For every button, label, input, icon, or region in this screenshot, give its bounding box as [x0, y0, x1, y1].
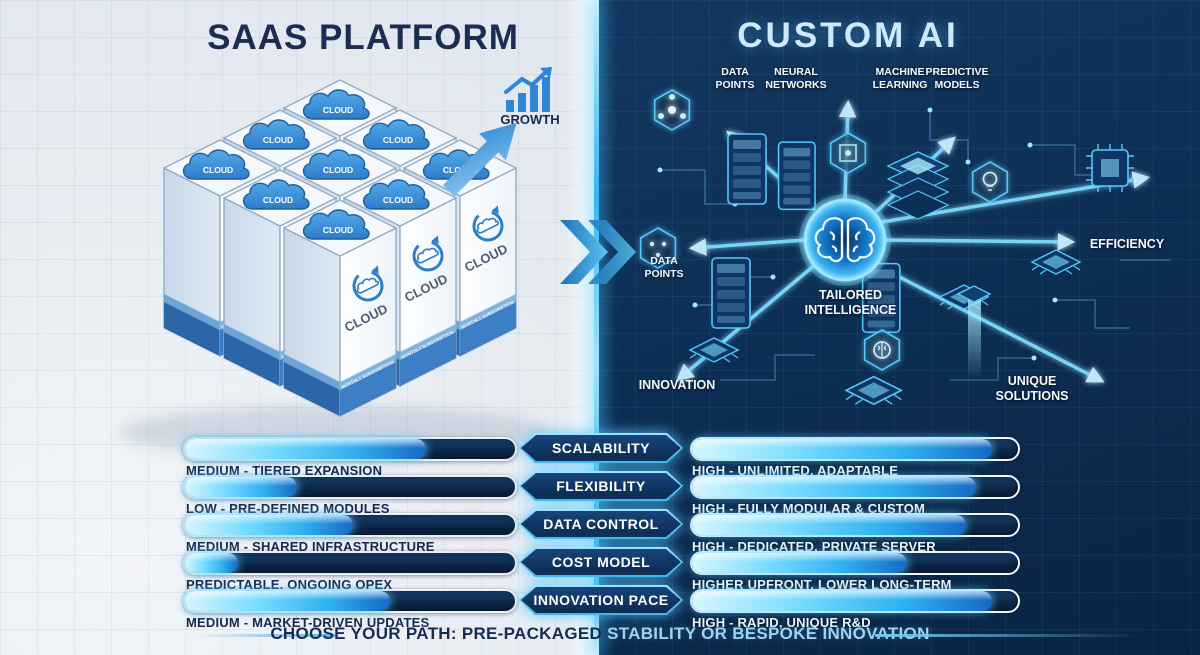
saas-title: SAAS PLATFORM — [207, 18, 519, 57]
metric-label: SCALABILITY — [551, 440, 651, 456]
server-rack-icon — [711, 257, 751, 329]
saas-bar — [183, 589, 517, 613]
saas-bar-label: MEDIUM - TIERED EXPANSION — [186, 463, 383, 478]
bar-fill — [185, 515, 354, 535]
chip-icon — [689, 337, 739, 363]
divider-glow — [566, 0, 594, 655]
chip-icon — [845, 375, 903, 406]
metric-label: COST MODEL — [551, 554, 651, 570]
comparison-row: LOW - PRE-DEFINED MODULES FLEXIBILITY HI… — [0, 475, 1200, 516]
comparison-row: MEDIUM - SHARED INFRASTRUCTURE DATA CONT… — [0, 513, 1200, 554]
label-predictive-models: PREDICTIVE MODELS — [925, 66, 989, 91]
bar-fill — [692, 477, 976, 497]
label-machine-learning: MACHINE LEARNING — [872, 66, 928, 91]
comparison-row: MEDIUM - MARKET-DRIVEN UPDATES INNOVATIO… — [0, 589, 1200, 630]
saas-bar — [183, 475, 517, 499]
metric-label: DATA CONTROL — [543, 516, 659, 532]
saas-bar-label: PREDICTABLE, ONGOING OPEX — [186, 577, 393, 592]
bar-fill — [692, 439, 992, 459]
bar-fill — [185, 591, 390, 611]
custom-bar-label: HIGH - FULLY MODULAR & CUSTOM — [692, 501, 926, 516]
footer-tagline: CHOOSE YOUR PATH: PRE-PACKAGED STABILITY… — [0, 624, 1200, 644]
label-data-points-top: DATA POINTS — [715, 66, 755, 91]
custom-bar — [690, 589, 1020, 613]
saas-bar — [183, 551, 517, 575]
server-rack-icon — [777, 141, 816, 211]
server-rack-icon — [727, 133, 767, 205]
saas-bar-label: MEDIUM - SHARED INFRASTRUCTURE — [186, 539, 435, 554]
custom-bar-label: HIGHER UPFRONT, LOWER LONG-TERM — [692, 577, 952, 592]
custom-bar — [690, 551, 1020, 575]
saas-bar — [183, 513, 517, 537]
metric-badge: COST MODEL — [519, 547, 683, 577]
metric-badge: FLEXIBILITY — [519, 471, 683, 501]
saas-bar — [183, 437, 517, 461]
custom-bar — [690, 437, 1020, 461]
bar-fill — [692, 553, 908, 573]
footer-line-right — [875, 634, 1140, 637]
brain-core-icon — [799, 194, 891, 286]
bar-fill — [185, 553, 238, 573]
bar-fill — [692, 591, 992, 611]
growth-label: GROWTH — [500, 112, 560, 127]
metric-badge: SCALABILITY — [519, 433, 683, 463]
custom-bar-label: HIGH - RAPID, UNIQUE R&D — [692, 615, 871, 630]
custom-bar — [690, 475, 1020, 499]
custom-bar — [690, 513, 1020, 537]
metric-badge: DATA CONTROL — [519, 509, 683, 539]
metric-label: FLEXIBILITY — [556, 478, 646, 494]
ai-network-illustration — [639, 89, 1170, 406]
growth-chart-icon — [504, 67, 552, 112]
custom-bar-label: HIGH - UNLIMITED, ADAPTABLE — [692, 463, 899, 478]
footer-tagline-left: CHOOSE YOUR PATH: PRE-PACKAGED — [270, 624, 603, 643]
cpu-icon — [1086, 144, 1134, 192]
divider-chevrons-icon — [560, 220, 636, 284]
server-stack-icon — [887, 151, 949, 220]
chip-icon — [1031, 249, 1081, 275]
custom-bar-label: HIGH - DEDICATED, PRIVATE SERVER — [692, 539, 936, 554]
growth-arrow-icon — [443, 122, 517, 197]
data-hex-icon — [639, 227, 677, 269]
label-efficiency: EFFICIENCY — [1089, 237, 1165, 251]
comparison-row: MEDIUM - TIERED EXPANSION SCALABILITY HI… — [0, 437, 1200, 478]
label-tailored-intelligence: TAILORED INTELLIGENCE — [804, 288, 897, 317]
glow-pillar — [956, 285, 992, 378]
label-data-points-left: DATA POINTS — [644, 255, 684, 280]
bar-fill — [692, 515, 966, 535]
panel-divider — [594, 0, 599, 655]
label-neural-networks: NEURAL NETWORKS — [765, 66, 827, 91]
metric-badge: INNOVATION PACE — [519, 585, 683, 615]
custom-ai-title: CUSTOM AI — [737, 16, 959, 55]
comparison-row: PREDICTABLE, ONGOING OPEX COST MODEL HIG… — [0, 551, 1200, 592]
footer-tagline-right: STABILITY OR BESPOKE INNOVATION — [602, 624, 930, 643]
brain-icon — [814, 217, 876, 263]
label-unique-solutions: UNIQUE SOLUTIONS — [995, 374, 1069, 403]
brain-hex-icon — [863, 329, 901, 371]
lightbulb-hex-icon — [971, 161, 1009, 203]
bar-fill — [185, 439, 426, 459]
label-innovation: INNOVATION — [638, 378, 716, 392]
saas-bar-label: LOW - PRE-DEFINED MODULES — [186, 501, 390, 516]
metric-label: INNOVATION PACE — [533, 592, 669, 608]
footer-line-left — [195, 634, 335, 637]
molecule-hex-icon — [653, 89, 691, 131]
bar-fill — [185, 477, 298, 497]
saas-bar-label: MEDIUM - MARKET-DRIVEN UPDATES — [186, 615, 430, 630]
chip-hex-icon — [829, 132, 867, 174]
